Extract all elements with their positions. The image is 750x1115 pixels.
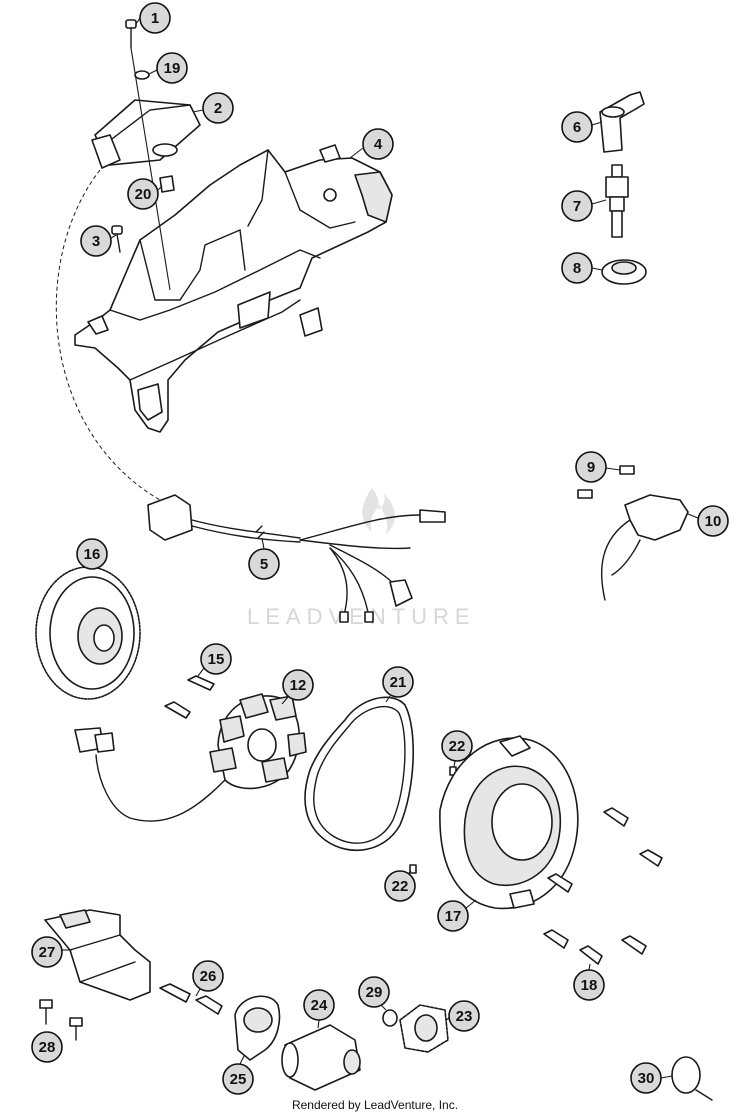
part-23-starter-gear: [399, 1004, 449, 1053]
svg-text:22: 22: [392, 878, 409, 895]
part-25-starter-holder: [234, 995, 281, 1061]
callout-26[interactable]: 26: [192, 960, 224, 992]
callout-23[interactable]: 23: [448, 1000, 480, 1032]
svg-text:28: 28: [39, 1039, 56, 1056]
part-27-bracket: [44, 909, 151, 1001]
svg-text:30: 30: [638, 1070, 655, 1087]
part-16-flywheel: [35, 566, 141, 700]
part-5-wiring-harness: [147, 494, 446, 623]
part-4-frame: [74, 144, 393, 433]
callout-10[interactable]: 10: [697, 505, 729, 537]
callout-19[interactable]: 19: [156, 52, 188, 84]
footer-credit: Rendered by LeadVenture, Inc.: [292, 1098, 458, 1112]
callout-21[interactable]: 21: [382, 666, 414, 698]
callout-9[interactable]: 9: [575, 451, 607, 483]
callout-29[interactable]: 29: [358, 976, 390, 1008]
svg-text:29: 29: [366, 984, 383, 1001]
svg-text:8: 8: [573, 260, 581, 277]
part-18-screws: [543, 807, 663, 965]
part-24-starter-motor: [281, 1024, 361, 1091]
callout-28[interactable]: 28: [31, 1031, 63, 1063]
svg-text:17: 17: [445, 908, 462, 925]
callout-22-upper[interactable]: 22: [441, 730, 473, 762]
svg-text:22: 22: [449, 738, 466, 755]
part-1-screw: [125, 19, 137, 49]
part-7-spark-plug: [605, 164, 629, 238]
svg-text:18: 18: [581, 977, 598, 994]
svg-text:7: 7: [573, 198, 581, 215]
part-26-screws: [159, 983, 223, 1015]
callout-5[interactable]: 5: [248, 548, 280, 580]
watermark-text: LEADVENTURE: [247, 604, 476, 629]
callout-18[interactable]: 18: [573, 969, 605, 1001]
svg-text:26: 26: [200, 968, 217, 985]
callout-16[interactable]: 16: [76, 538, 108, 570]
part-22-dowel-2: [409, 864, 417, 874]
callout-4[interactable]: 4: [362, 128, 394, 160]
part-19-washer: [134, 70, 150, 80]
leadventure-watermark: LEADVENTURE: [247, 488, 476, 629]
part-17-ignition-cover: [439, 735, 579, 910]
svg-text:1: 1: [151, 10, 159, 27]
svg-text:23: 23: [456, 1008, 473, 1025]
part-21-gasket: [304, 696, 415, 852]
callout-15[interactable]: 15: [200, 643, 232, 675]
part-28-screws: [39, 999, 83, 1041]
callout-24[interactable]: 24: [303, 989, 335, 1021]
callout-3[interactable]: 3: [80, 225, 112, 257]
callout-17[interactable]: 17: [437, 900, 469, 932]
svg-text:16: 16: [84, 546, 101, 563]
part-8-seal: [601, 259, 647, 285]
part-20-sleeve: [159, 175, 175, 193]
svg-text:25: 25: [230, 1071, 247, 1088]
svg-text:20: 20: [135, 186, 152, 203]
callout-1[interactable]: 1: [139, 2, 171, 34]
svg-text:9: 9: [587, 459, 595, 476]
callout-27[interactable]: 27: [31, 936, 63, 968]
svg-text:19: 19: [164, 60, 181, 77]
svg-text:21: 21: [390, 674, 407, 691]
svg-text:2: 2: [214, 100, 222, 117]
callout-2[interactable]: 2: [202, 92, 234, 124]
svg-text:6: 6: [573, 119, 581, 136]
callout-30[interactable]: 30: [630, 1062, 662, 1094]
svg-text:24: 24: [311, 997, 328, 1014]
part-3-screw: [111, 225, 123, 253]
svg-text:3: 3: [92, 233, 100, 250]
svg-text:4: 4: [374, 136, 383, 153]
svg-text:10: 10: [705, 513, 722, 530]
part-30-cable-tie: [671, 1056, 713, 1101]
part-12-stator: [74, 693, 307, 822]
assembly-line: [130, 47, 171, 291]
callout-12[interactable]: 12: [282, 669, 314, 701]
flame-logo-icon: [362, 488, 395, 534]
part-29-o-ring: [382, 1009, 398, 1027]
callout-20[interactable]: 20: [127, 178, 159, 210]
part-10-ignition-coil: [600, 494, 689, 601]
svg-text:27: 27: [39, 944, 56, 961]
callout-8[interactable]: 8: [561, 252, 593, 284]
part-6-spark-plug-cap: [599, 91, 645, 153]
callout-25[interactable]: 25: [222, 1063, 254, 1095]
svg-text:15: 15: [208, 651, 225, 668]
part-2-control-unit: [91, 99, 201, 169]
callout-6[interactable]: 6: [561, 111, 593, 143]
svg-text:5: 5: [260, 556, 268, 573]
callout-7[interactable]: 7: [561, 190, 593, 222]
part-15-screws: [164, 675, 215, 719]
svg-text:12: 12: [290, 677, 307, 694]
callout-22-lower[interactable]: 22: [384, 870, 416, 902]
